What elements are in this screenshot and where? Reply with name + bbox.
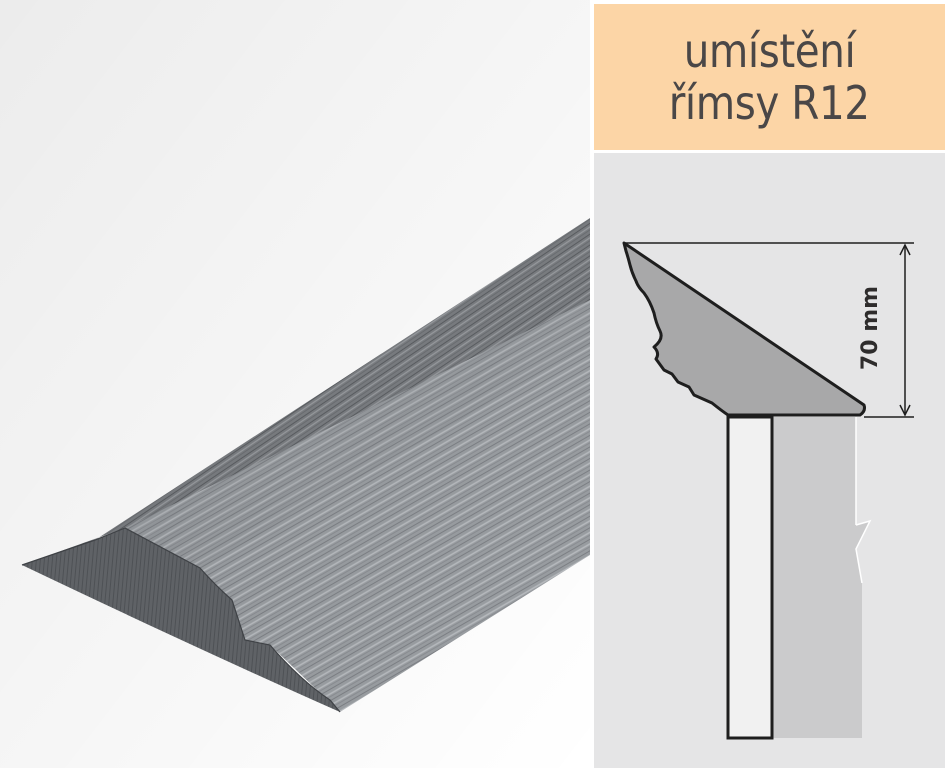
- dimension-label: 70 mm: [858, 286, 883, 370]
- molding-end-profile: [22, 528, 340, 712]
- molding-profile-section: [622, 241, 866, 417]
- title-line-2: římsy R12: [669, 76, 870, 130]
- title-line-1: umístění: [683, 24, 856, 78]
- title-panel: umístění římsy R12: [594, 4, 945, 150]
- cabinet-side: [772, 417, 870, 738]
- cabinet-front-panel: [726, 415, 774, 740]
- placement-diagram: 70 mm: [594, 153, 945, 768]
- molding-illustration: [0, 0, 590, 768]
- height-dimension: 70 mm: [624, 242, 914, 418]
- placement-diagram-drawing: 70 mm: [622, 241, 914, 740]
